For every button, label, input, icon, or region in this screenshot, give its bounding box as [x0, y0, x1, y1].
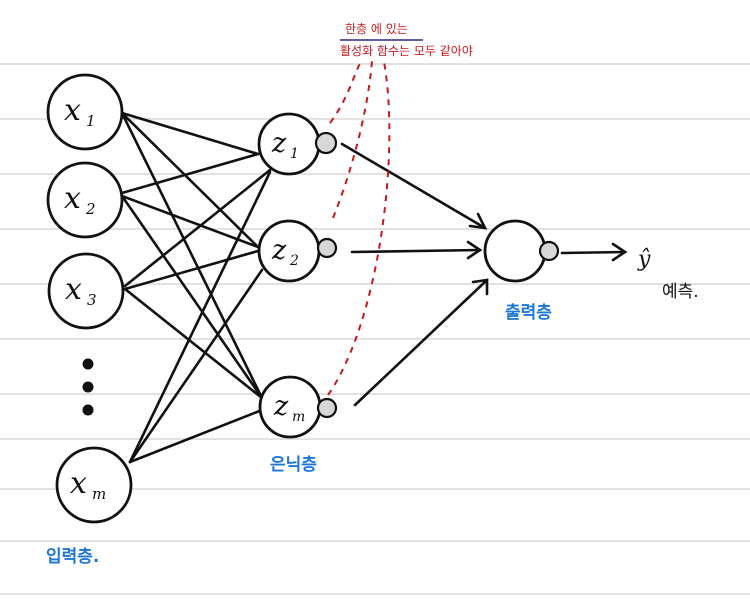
activation-annotation-lines [327, 59, 391, 396]
node-sub: 1 [290, 146, 299, 162]
node-sub: 2 [289, 253, 299, 269]
edge-x1-zm [120, 111, 264, 400]
node-var: x [64, 181, 81, 216]
annotation-line1: 한층 에 있는 [345, 22, 408, 36]
edge-x1-z2 [120, 111, 260, 249]
arrow-z1-out [340, 142, 487, 230]
output-node [483, 219, 560, 283]
activation-dot [314, 131, 338, 155]
input-node-x1: x 1 [46, 73, 124, 151]
node-var: z [273, 391, 289, 422]
input-node-x2: x 2 [46, 161, 124, 239]
edge-x2-z2 [120, 194, 260, 249]
node-sub: 2 [85, 200, 96, 218]
node-sub: 1 [86, 112, 96, 130]
edge-xm-zm [128, 408, 264, 464]
input-node-xm: x m [55, 446, 133, 524]
annotation-line2: 활성화 함수는 모두 같아야 [340, 44, 473, 58]
input-layer: x 1 x 2 x 3 x m [46, 73, 133, 524]
hidden-node-zm: z m [258, 375, 338, 439]
prediction-label: 예측. [662, 282, 699, 302]
node-sub: m [292, 409, 305, 425]
node-sub: m [92, 485, 106, 503]
node-var: x [65, 272, 82, 307]
node-sub: 3 [87, 291, 97, 309]
hidden-layer: z 1 z 2 z m [257, 112, 338, 439]
output-layer-label: 출력층 [505, 303, 552, 323]
hidden-node-z1: z 1 [257, 112, 338, 176]
hidden-output-arrows [340, 142, 628, 407]
node-var: x [70, 466, 87, 501]
node-var: x [64, 93, 81, 128]
input-hidden-connections [120, 111, 272, 464]
node-var: z [271, 128, 287, 159]
activation-dot [316, 397, 338, 419]
edge-xm-z1 [128, 170, 272, 464]
activation-dot [538, 240, 560, 262]
edge-x2-z1 [120, 152, 260, 195]
edge-x3-z1 [123, 168, 272, 288]
input-layer-label: 입력층. [46, 547, 99, 567]
hidden-node-z2: z 2 [257, 219, 338, 283]
edge-x3-zm [123, 287, 264, 400]
input-node-x3: x 3 [47, 252, 125, 330]
output-label: ŷ [637, 247, 651, 272]
edge-x1-z1 [120, 111, 260, 156]
edge-xm-z2 [128, 268, 264, 464]
edge-x3-z2 [123, 249, 260, 291]
arrow-out-prediction [560, 250, 627, 255]
arrow-zm-out [353, 278, 489, 407]
ellipsis-dots [82, 358, 94, 416]
activation-annotation: 한층 에 있는 활성화 함수는 모두 같아야 [340, 22, 473, 58]
arrow-z2-out [350, 248, 482, 254]
node-var: z [271, 235, 287, 266]
activation-dot [316, 237, 338, 259]
hidden-layer-label: 은닉층 [270, 455, 317, 475]
edge-x2-zm [120, 194, 264, 400]
